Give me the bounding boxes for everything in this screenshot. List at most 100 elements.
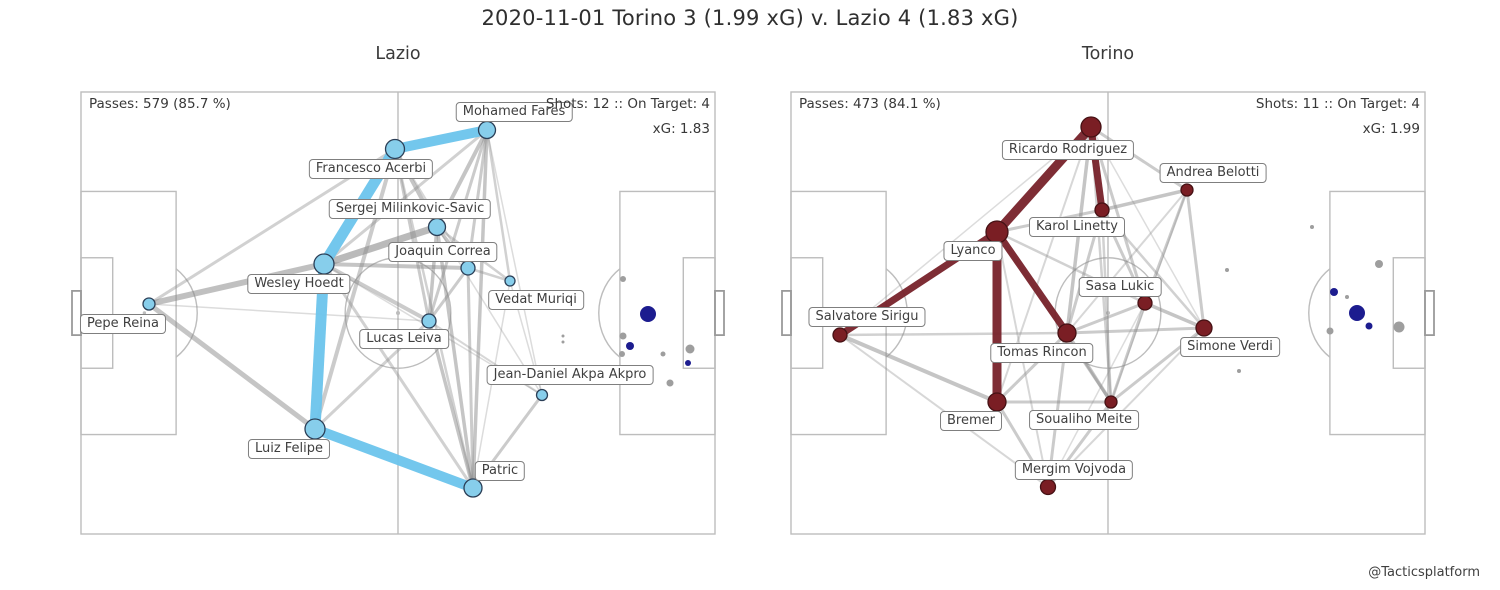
player-node-patric bbox=[463, 478, 483, 498]
shot-marker-navy bbox=[640, 306, 656, 322]
player-node-karol-linetty bbox=[1094, 202, 1110, 218]
shot-marker-gray bbox=[619, 351, 625, 357]
shot-marker-gray bbox=[1345, 295, 1349, 299]
pass-edge-sasa-lukic-simone-verdi bbox=[1144, 301, 1205, 330]
pass-edge-wesley-hoedt-mohamed-fares bbox=[323, 128, 488, 266]
pass-edge-lucas-leiva-joaquin-correa bbox=[427, 267, 470, 322]
player-node-simone-verdi bbox=[1195, 319, 1213, 337]
torino-passes-stat: Passes: 473 (84.1 %) bbox=[799, 96, 941, 112]
shot-marker-gray bbox=[561, 334, 565, 338]
pass-edge-karol-linetty-soualiho-meite bbox=[1100, 209, 1113, 403]
goal-l bbox=[71, 289, 82, 336]
player-node-vedat-muriqi bbox=[504, 275, 516, 287]
goal-r bbox=[1424, 289, 1435, 336]
shot-marker-gray bbox=[1393, 321, 1405, 333]
pass-edge-mohamed-fares-patric bbox=[471, 129, 489, 489]
shot-marker-gray bbox=[685, 344, 695, 354]
pass-edge-ricardo-rodriguez-simone-verdi bbox=[1090, 126, 1205, 329]
six-yard-box-r bbox=[1392, 257, 1426, 369]
credit-handle: @Tacticsplatform bbox=[1368, 565, 1480, 580]
pass-edge-andrea-belotti-simone-verdi bbox=[1185, 189, 1206, 329]
shot-marker-navy bbox=[685, 360, 691, 366]
shot-markers-lazio bbox=[561, 276, 695, 387]
pass-edge-ricardo-rodriguez-tomas-rincon bbox=[1065, 126, 1093, 334]
pass-edge-karol-linetty-simone-verdi bbox=[1101, 209, 1205, 329]
shot-marker-gray bbox=[666, 379, 674, 387]
player-node-soualiho-meite bbox=[1104, 395, 1118, 409]
pass-edge-pepe-reina-wesley-hoedt bbox=[148, 261, 325, 307]
player-node-andrea-belotti bbox=[1180, 183, 1194, 197]
pass-edge-pepe-reina-lucas-leiva bbox=[148, 303, 430, 322]
pass-edge-salvatore-sirigu-tomas-rincon bbox=[839, 331, 1068, 337]
torino-xg-stat: xG: 1.99 bbox=[1362, 121, 1420, 137]
pass-edge-francesco-acerbi-luiz-felipe bbox=[313, 148, 397, 430]
pass-edge-ricardo-rodriguez-andrea-belotti bbox=[1090, 125, 1188, 192]
pass-edge-sergej-milinkovic-savic-patric bbox=[435, 226, 475, 489]
player-node-sasa-lukic bbox=[1137, 295, 1153, 311]
player-node-sergej-milinkovic-savic bbox=[427, 217, 447, 237]
player-node-wesley-hoedt bbox=[313, 253, 335, 275]
match-title: 2020-11-01 Torino 3 (1.99 xG) v. Lazio 4… bbox=[481, 6, 1019, 30]
shot-marker-gray bbox=[1237, 369, 1241, 373]
shot-marker-gray bbox=[660, 351, 666, 357]
pass-edge-tomas-rincon-bremer bbox=[995, 331, 1069, 404]
pass-edge-wesley-hoedt-sergej-milinkovic-savic bbox=[322, 223, 439, 268]
pass-edge-salvatore-sirigu-ricardo-rodriguez bbox=[839, 126, 1092, 336]
shot-marker-gray bbox=[619, 332, 627, 340]
pass-edge-pepe-reina-luiz-felipe bbox=[147, 302, 317, 431]
pass-edge-salvatore-sirigu-bremer bbox=[839, 333, 998, 404]
penalty-arc-r bbox=[598, 268, 621, 358]
shot-marker-gray bbox=[1375, 260, 1383, 268]
pass-edge-tomas-rincon-simone-verdi bbox=[1066, 326, 1205, 335]
pass-edge-wesley-hoedt-patric bbox=[322, 263, 475, 489]
player-node-bremer bbox=[987, 392, 1007, 412]
pass-edge-joaquin-correa-patric bbox=[466, 267, 475, 489]
penalty-spot-l bbox=[142, 311, 147, 315]
shot-marker-navy bbox=[1365, 322, 1373, 330]
player-node-salvatore-sirigu bbox=[832, 327, 848, 343]
pass-edge-sasa-lukic-tomas-rincon bbox=[1066, 301, 1146, 335]
player-nodes-torino bbox=[832, 116, 1213, 496]
lazio-shots-stat: Shots: 12 :: On Target: 4 bbox=[545, 96, 710, 112]
player-node-francesco-acerbi bbox=[384, 138, 406, 160]
shot-marker-navy bbox=[1330, 288, 1338, 296]
player-node-jean-daniel-akpa-akpro bbox=[535, 388, 549, 402]
pass-edge-salvatore-sirigu-mergim-vojvoda bbox=[839, 334, 1049, 488]
penalty-spot-l bbox=[852, 311, 857, 315]
player-node-pepe-reina bbox=[142, 297, 156, 311]
lazio-xg-stat: xG: 1.83 bbox=[652, 121, 710, 137]
player-node-tomas-rincon bbox=[1057, 323, 1077, 343]
pass-edge-karol-linetty-andrea-belotti bbox=[1101, 188, 1188, 212]
pass-edge-sasa-lukic-soualiho-meite bbox=[1109, 302, 1147, 403]
pass-edge-patric-jean-daniel-akpa-akpro bbox=[471, 394, 544, 489]
shot-marker-navy bbox=[626, 342, 634, 350]
penalty-arc-l bbox=[175, 268, 198, 358]
shot-markers-torino bbox=[1225, 225, 1405, 373]
center-spot bbox=[396, 311, 400, 315]
pass-edge-wesley-hoedt-lucas-leiva bbox=[323, 262, 430, 323]
pass-edge-mohamed-fares-vedat-muriqi bbox=[485, 129, 512, 282]
shot-marker-gray bbox=[1310, 225, 1314, 229]
top-pass-edge-luiz-felipe-patric bbox=[313, 424, 475, 493]
six-yard-box-l bbox=[80, 257, 114, 369]
left-pitch-team-title: Lazio bbox=[375, 44, 421, 64]
shot-marker-gray bbox=[1225, 268, 1229, 272]
shot-marker-gray bbox=[620, 276, 626, 282]
lazio-passes-stat: Passes: 579 (85.7 %) bbox=[89, 96, 231, 112]
pass-edge-sasa-lukic-mergim-vojvoda bbox=[1047, 302, 1146, 488]
goal-l bbox=[781, 289, 792, 336]
pass-edge-mohamed-fares-jean-daniel-akpa-akpro bbox=[486, 129, 543, 396]
top-pass-edge-salvatore-sirigu-lyanco bbox=[838, 229, 999, 338]
player-nodes-lazio bbox=[142, 120, 549, 498]
goal-r bbox=[714, 289, 725, 336]
shot-marker-navy bbox=[1349, 305, 1365, 321]
player-node-mergim-vojvoda bbox=[1039, 478, 1057, 496]
center-spot bbox=[1106, 311, 1110, 315]
shot-marker-gray bbox=[561, 340, 565, 344]
pass-edge-sergej-milinkovic-savic-jean-daniel-akpa-akpro bbox=[436, 226, 543, 396]
pass-edge-andrea-belotti-tomas-rincon bbox=[1066, 189, 1188, 334]
player-node-lyanco bbox=[985, 220, 1009, 244]
top-pass-edge-lyanco-tomas-rincon bbox=[994, 230, 1070, 335]
